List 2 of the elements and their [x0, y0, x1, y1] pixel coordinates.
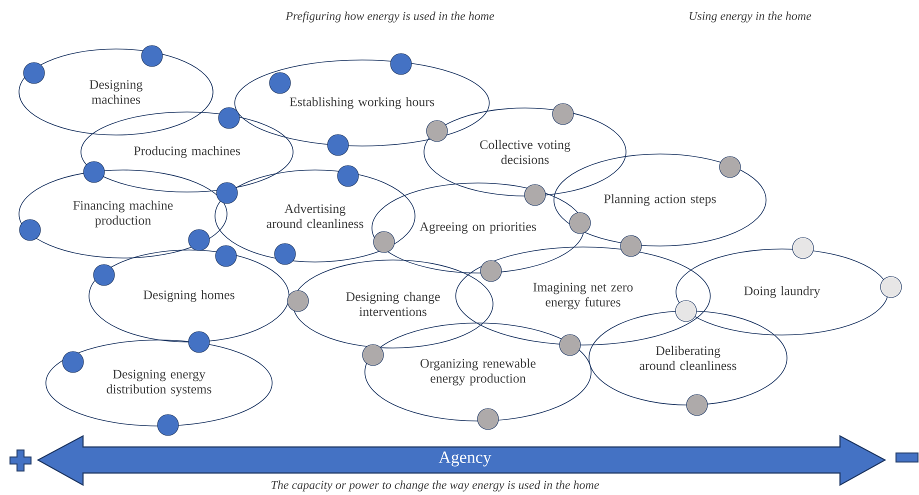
column-heading: Prefiguring how energy is used in the home: [286, 11, 494, 23]
column-heading: Using energy in the home: [690, 12, 812, 22]
